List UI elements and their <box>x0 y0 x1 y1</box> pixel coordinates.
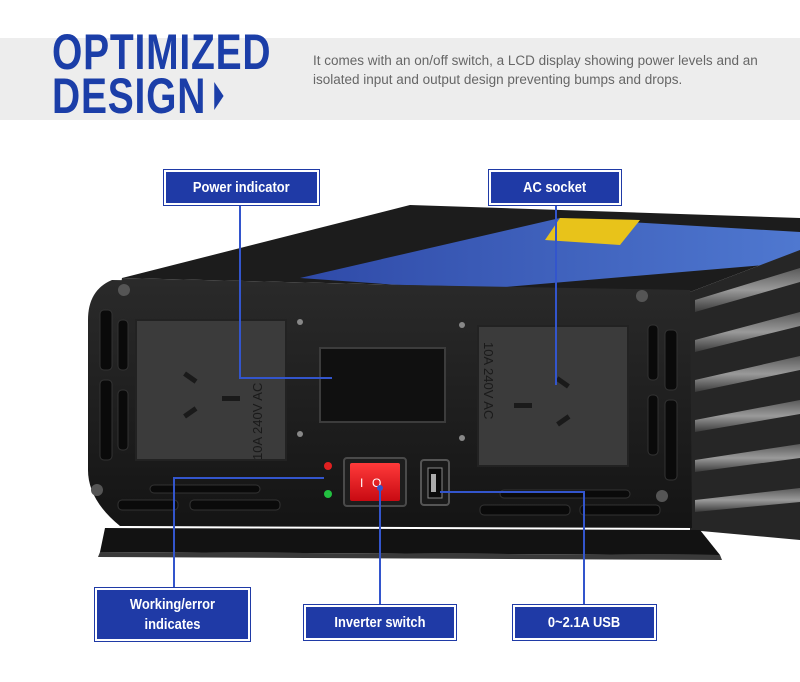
callout-power-indicator-label: Power indicator <box>193 178 290 196</box>
led-green <box>324 490 332 498</box>
header-band <box>0 38 800 120</box>
base-plate-edge <box>98 552 722 560</box>
chevron-right-icon <box>214 82 224 110</box>
vents-left <box>99 309 661 516</box>
base-plate <box>100 528 720 555</box>
description-text: It comes with an on/off switch, a LCD di… <box>313 53 758 87</box>
socket-rating-right: 10A 240V AC <box>481 342 496 419</box>
screw-s4 <box>459 435 465 441</box>
leader-lines <box>173 205 585 610</box>
switch-symbol-off: O <box>372 476 381 490</box>
fin-2 <box>695 312 800 352</box>
leader-working <box>173 477 324 595</box>
top-label <box>300 218 800 290</box>
callout-usb-label: 0~2.1A USB <box>548 613 621 631</box>
screw-s2 <box>459 322 465 328</box>
switch-symbol-on: I <box>360 476 363 490</box>
screw-s3 <box>297 431 303 437</box>
callout-ac-socket: AC socket <box>488 169 622 206</box>
ac-socket-left <box>135 319 287 461</box>
screw-br <box>656 490 668 502</box>
lcd-display <box>319 347 446 423</box>
screw-tr <box>636 290 648 302</box>
headline: OPTIMIZED DESIGN <box>52 24 272 124</box>
callout-inverter-switch: Inverter switch <box>303 604 457 641</box>
leader-dot-switch <box>377 485 383 491</box>
headline-line2-wrap: DESIGN <box>52 68 271 124</box>
callout-power-indicator: Power indicator <box>163 169 320 206</box>
callout-working-error: Working/error indicates <box>94 587 251 642</box>
screw-s1 <box>297 319 303 325</box>
fin-1 <box>695 268 800 312</box>
screw-tl <box>118 284 130 296</box>
screw-bl <box>91 484 103 496</box>
ac-socket-right <box>477 325 629 467</box>
leader-usb <box>440 491 585 610</box>
headline-line1: OPTIMIZED <box>52 24 272 80</box>
switch-rocker <box>350 463 400 501</box>
socket-pins-left <box>183 371 240 419</box>
fin-6 <box>695 488 800 512</box>
top-label-yellow <box>545 218 640 245</box>
fin-3 <box>695 356 800 392</box>
socket-pins-right <box>514 376 571 427</box>
callout-working-error-line1: Working/error <box>129 595 216 613</box>
socket-rating-left: 10A 240V AC <box>250 383 265 460</box>
callout-working-error-line2: indicates <box>144 615 201 633</box>
callout-inverter-switch-label: Inverter switch <box>334 613 426 631</box>
vents-right <box>647 324 678 481</box>
fin-4 <box>695 400 800 432</box>
callout-usb: 0~2.1A USB <box>512 604 657 641</box>
callout-ac-socket-label: AC socket <box>523 178 587 196</box>
headline-line2: DESIGN <box>52 68 207 124</box>
fin-5 <box>695 444 800 472</box>
led-red <box>324 462 332 470</box>
usb-tongue <box>431 474 436 492</box>
leader-power <box>239 205 332 379</box>
